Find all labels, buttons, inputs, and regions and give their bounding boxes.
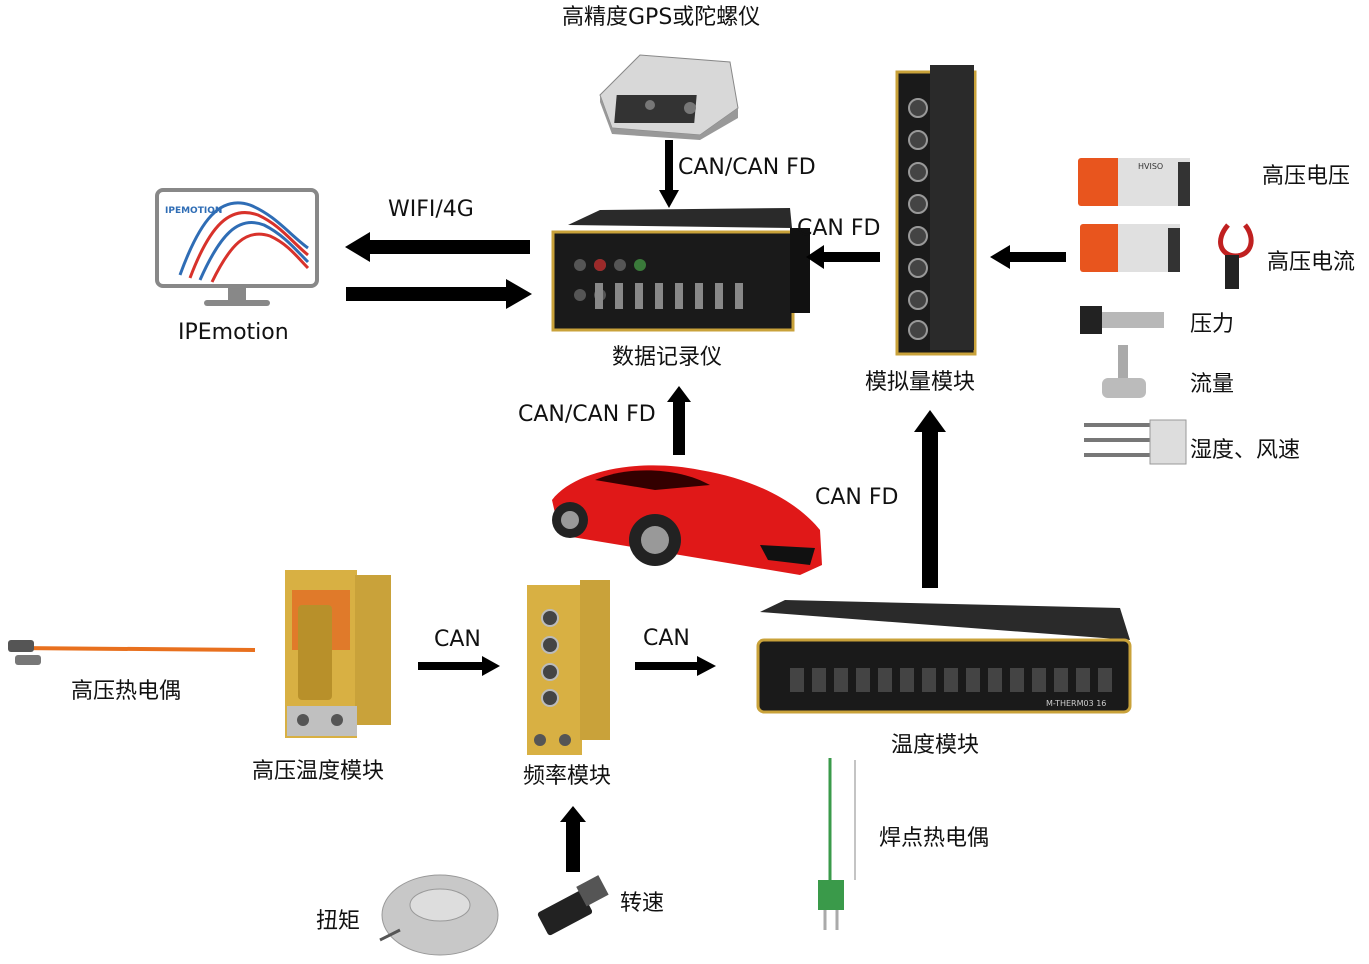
hv-voltage-label: 高压电压 [1262, 164, 1351, 189]
flow-sensor-icon [1102, 345, 1146, 398]
hv-voltage-sensor-icon [1078, 158, 1190, 272]
can-left-label: CAN [434, 627, 481, 652]
temp-module-label: 温度模块 [891, 733, 980, 758]
canfd-temp-label: CAN FD [815, 485, 899, 510]
freq-module-label: 频率模块 [523, 764, 612, 789]
pressure-sensor-icon [1080, 306, 1164, 334]
analog-module-device-icon [895, 65, 977, 356]
hviso-text: HVISO [1138, 162, 1164, 171]
temp-module-device-icon [756, 600, 1132, 714]
pressure-label: 压力 [1190, 312, 1235, 337]
gps-device-icon [599, 54, 739, 140]
humidity-wind-label: 湿度、风速 [1190, 438, 1301, 463]
hv-current-label: 高压电流 [1267, 250, 1356, 275]
torque-sensor-icon [379, 874, 499, 956]
data-logger-label: 数据记录仪 [612, 345, 723, 370]
speed-sensor-icon [537, 875, 609, 936]
ipemotion-label: IPEmotion [178, 320, 289, 345]
hv-temp-module-device-icon [285, 570, 391, 738]
hv-thermocouple-label: 高压热电偶 [71, 679, 182, 704]
arrow-speed-to-freq [560, 806, 586, 872]
arrow-ipemotion-to-logger [346, 279, 532, 309]
canfd-logger-label: CAN FD [797, 216, 881, 241]
freq-module-device-icon [527, 580, 610, 755]
ipe-logo-text: IPEMOTION [165, 206, 223, 216]
weld-thermocouple-label: 焊点热电偶 [879, 826, 990, 851]
weld-thermocouple-icon [818, 758, 856, 930]
arrow-freq-to-temp [635, 656, 716, 676]
hv-temp-module-label: 高压温度模块 [252, 759, 385, 784]
m-therm-text: M-THERM03 16 [1046, 699, 1107, 708]
arrow-logger-to-ipemotion [345, 232, 530, 262]
data-logger-device-icon [551, 208, 810, 332]
hv-thermocouple-cable-icon [8, 640, 256, 665]
humidity-wind-sensor-icon [1084, 419, 1187, 465]
wifi-4g-label: WIFI/4G [388, 197, 474, 222]
arrow-hvtemp-to-freq [418, 656, 500, 676]
arrow-temp-to-analog [914, 410, 946, 588]
analog-module-label: 模拟量模块 [865, 370, 976, 395]
speed-label: 转速 [620, 891, 665, 916]
arrow-gps-to-logger [659, 140, 679, 208]
arrow-analog-to-logger [806, 245, 880, 269]
can-canfd-top-label: CAN/CAN FD [678, 155, 816, 180]
monitor-icon [155, 188, 319, 306]
car-image [552, 465, 822, 575]
current-clamp-icon [1218, 223, 1254, 289]
torque-label: 扭矩 [316, 909, 361, 934]
arrow-car-to-logger [667, 386, 691, 455]
arrow-sensors-to-analog [990, 245, 1066, 269]
can-canfd-mid-label: CAN/CAN FD [518, 402, 656, 427]
flow-label: 流量 [1190, 372, 1235, 397]
gps-label: 高精度GPS或陀螺仪 [562, 5, 761, 30]
can-right-label: CAN [643, 626, 690, 651]
